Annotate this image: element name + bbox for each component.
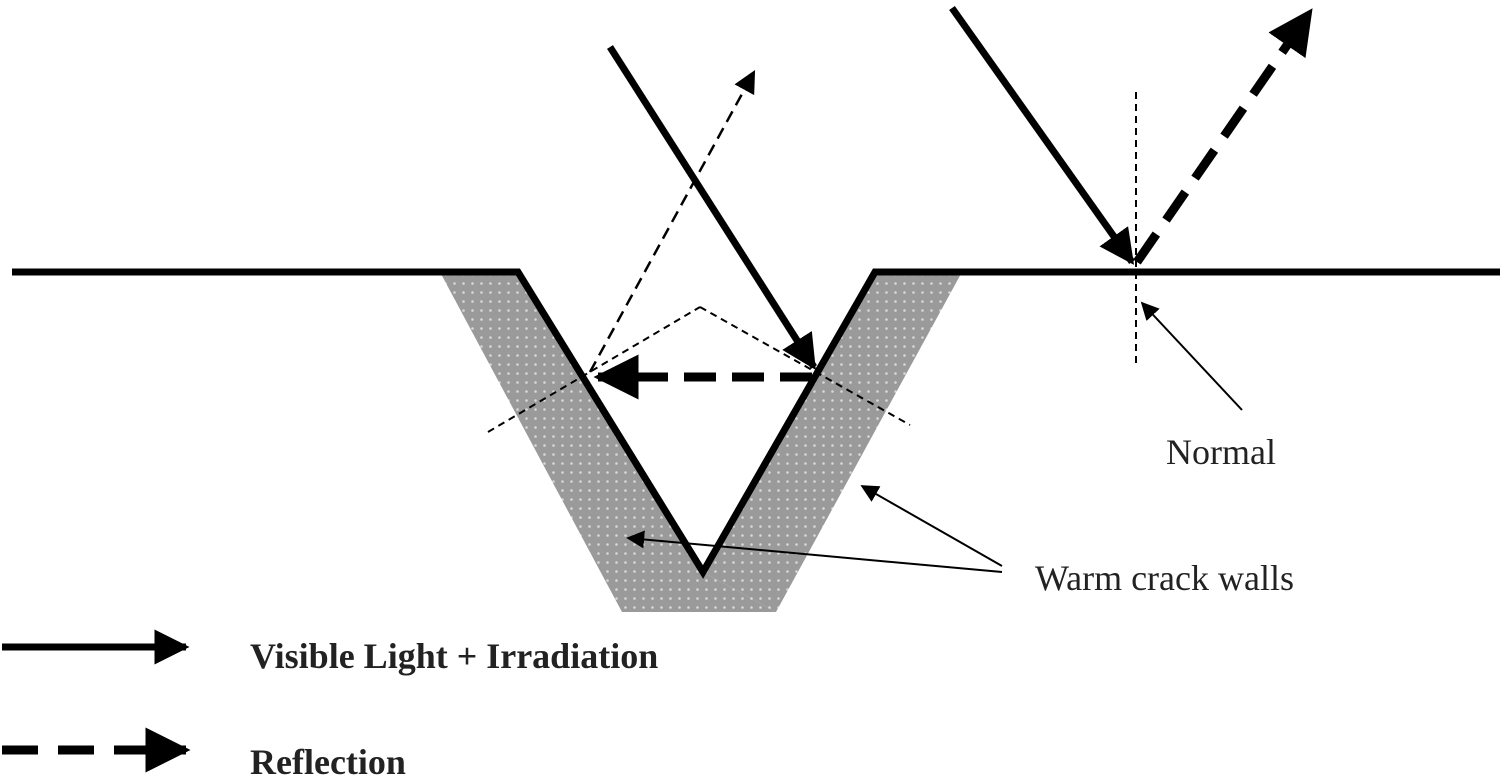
right-crack-wall [703,272,962,612]
warm-walls-pointer-right [860,485,1003,567]
left-crack-wall [440,272,776,612]
warm-walls-pointer-left [626,530,1003,573]
warm-crack-walls [440,272,962,612]
normal-pointer-arrow [1140,301,1243,411]
incident-ray-surface [949,5,1135,265]
reflected-ray-surface [1133,8,1314,265]
surface-line [12,268,1500,579]
secondary-reflection-ray [588,70,756,373]
incident-ray-crack [607,45,817,370]
legend: Visible Light + Irradiation Reflection [2,629,658,778]
legend-incident-label: Visible Light + Irradiation [250,636,658,676]
warm-crack-walls-label: Warm crack walls [1035,558,1294,598]
normal-label: Normal [1166,432,1276,472]
legend-reflection-label: Reflection [250,742,406,778]
